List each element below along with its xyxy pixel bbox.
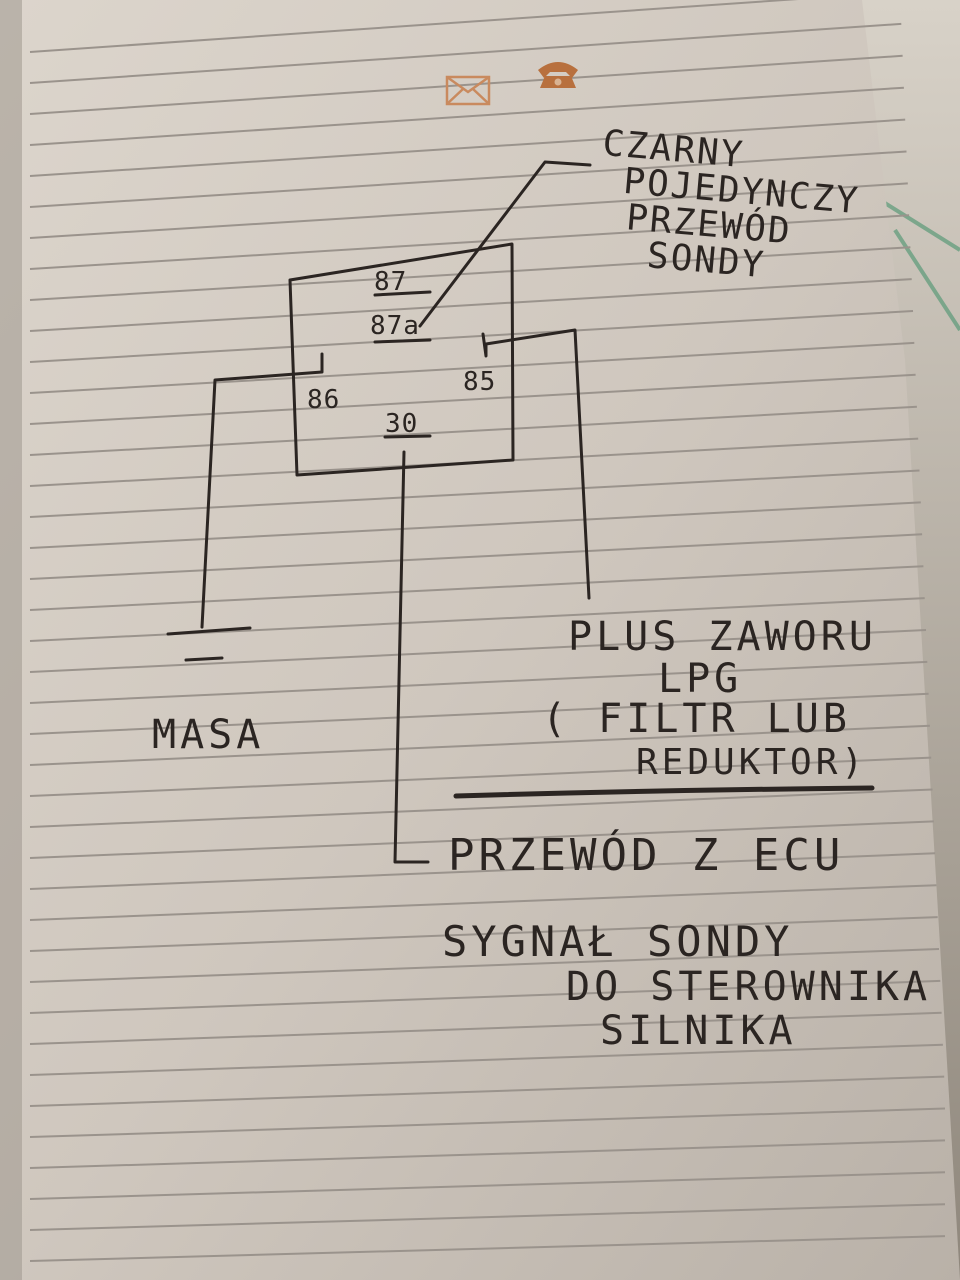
ruled-line [29, 692, 929, 735]
ruled-line [29, 182, 908, 239]
pin-85-label: 85 [463, 367, 496, 397]
ruled-line [29, 1203, 946, 1231]
signal-note-line-3: SILNIKA [600, 1008, 797, 1054]
ruled-line [29, 660, 928, 704]
ruled-lines [29, 0, 946, 1262]
wire-87a-probe [418, 160, 592, 328]
pin-86-label: 86 [307, 385, 340, 415]
signal-note-line-1: SYGNAŁ SONDY [442, 917, 793, 966]
ruled-line [29, 1171, 946, 1200]
ruled-line [29, 948, 940, 983]
ruled-line [29, 1139, 946, 1169]
ruled-line [29, 0, 799, 53]
signal-note-line-2: DO STEROWNIKA [566, 964, 931, 1010]
lpg-note-line-1: PLUS ZAWORU [568, 614, 877, 660]
ruled-line [29, 373, 916, 425]
envelope-icon [445, 75, 491, 106]
ruled-line [29, 278, 912, 332]
ruled-line [29, 533, 923, 580]
relay-box [288, 242, 515, 477]
ruled-line [29, 501, 921, 549]
ruled-line [29, 788, 933, 828]
lpg-note-line-3: ( FILTR LUB [542, 696, 851, 742]
ruled-line [29, 1075, 945, 1107]
ruled-line [29, 724, 930, 766]
signal-note: SYGNAŁ SONDY DO STEROWNIKA SILNIKA [442, 917, 931, 1054]
ruled-line [29, 756, 932, 797]
ruled-line [29, 852, 936, 890]
relay-diagram [166, 160, 875, 864]
lpg-note-line-2: LPG [658, 656, 742, 702]
ruled-line [29, 1235, 946, 1262]
ruled-line [29, 54, 903, 115]
lpg-plus-note: PLUS ZAWORU LPG ( FILTR LUB REDUKTOR) [542, 614, 877, 783]
ruled-line [29, 118, 906, 177]
ground-label: MASA [152, 712, 264, 758]
ground-symbol-top [166, 626, 252, 636]
ruled-line [29, 979, 941, 1014]
ruled-line [29, 916, 938, 952]
lpg-note-line-4: REDUKTOR) [636, 742, 867, 783]
ruled-line [29, 1107, 946, 1138]
pin-87-label: 87 [374, 267, 407, 297]
ruled-line [29, 820, 934, 859]
ecu-wire-label: PRZEWÓD Z ECU [448, 828, 844, 881]
ruled-line [29, 469, 920, 518]
page-left-shadow [0, 0, 22, 1280]
wire-85-lpg [481, 328, 591, 600]
ruled-line [29, 1011, 942, 1045]
pin-30-label: 30 [385, 409, 418, 439]
ground-symbol-bottom [184, 656, 224, 662]
ruled-line [29, 22, 902, 84]
ruled-line [29, 150, 907, 208]
ruled-line [29, 214, 910, 270]
ruled-line [29, 884, 937, 921]
telephone-icon [538, 62, 578, 88]
ruled-line [29, 405, 917, 456]
ruled-line [29, 86, 904, 146]
ruled-line [29, 629, 927, 673]
pin-87a-label: 87a [370, 311, 420, 341]
ruled-line [29, 310, 914, 363]
ruled-line [29, 246, 911, 301]
ruled-line [29, 565, 924, 611]
wire-30-ecu [393, 450, 430, 864]
wire-86-ground [200, 352, 324, 629]
separator-line [453, 785, 875, 799]
ruled-line [29, 341, 915, 394]
ruled-line [29, 1043, 943, 1076]
